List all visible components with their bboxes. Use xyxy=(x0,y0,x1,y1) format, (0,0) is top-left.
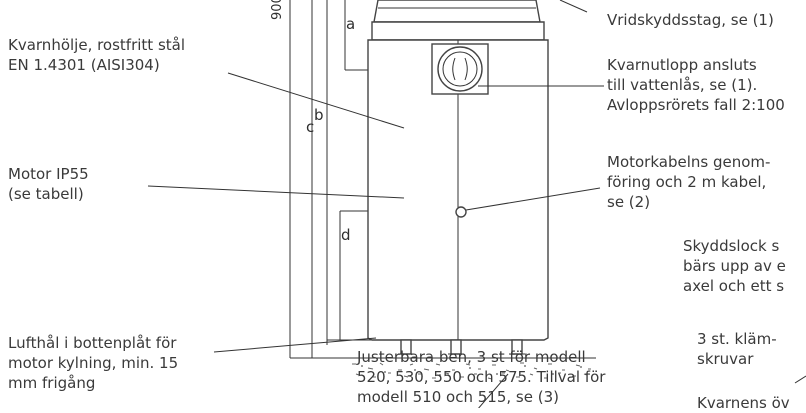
leader-motor xyxy=(147,185,405,199)
leader-motorkabel xyxy=(465,187,601,211)
disposer-top-cover xyxy=(373,0,541,23)
leader-lufthal xyxy=(213,337,377,353)
adjustable-legs xyxy=(398,339,525,355)
leader-justerbara xyxy=(478,373,509,408)
outlet-ring xyxy=(437,46,483,92)
label-klamskruvar: 3 st. kläm-skruvar xyxy=(697,330,777,368)
leader-kvarnholje xyxy=(227,72,405,129)
label-kvarnens: Kvarnens öv xyxy=(697,394,790,412)
dim-side-value: 900 xyxy=(270,0,285,20)
label-motor: Motor IP55(se tabell) xyxy=(8,165,89,203)
label-motorkabel: Motorkabelns genom-föring och 2 m kabel,… xyxy=(607,153,771,211)
dim-label-c: c xyxy=(306,118,315,136)
floor-hatch xyxy=(352,362,591,380)
disposer-top-rim xyxy=(371,21,545,41)
leader-vridskydd xyxy=(559,0,588,13)
dim-label-a: a xyxy=(346,15,356,33)
dim-label-d: d xyxy=(341,226,351,244)
leader-klamskruv xyxy=(794,375,806,384)
label-vridskydd: Vridskyddsstag, se (1) xyxy=(607,11,774,29)
cable-gland xyxy=(455,206,467,218)
dim-label-b: b xyxy=(314,106,324,124)
